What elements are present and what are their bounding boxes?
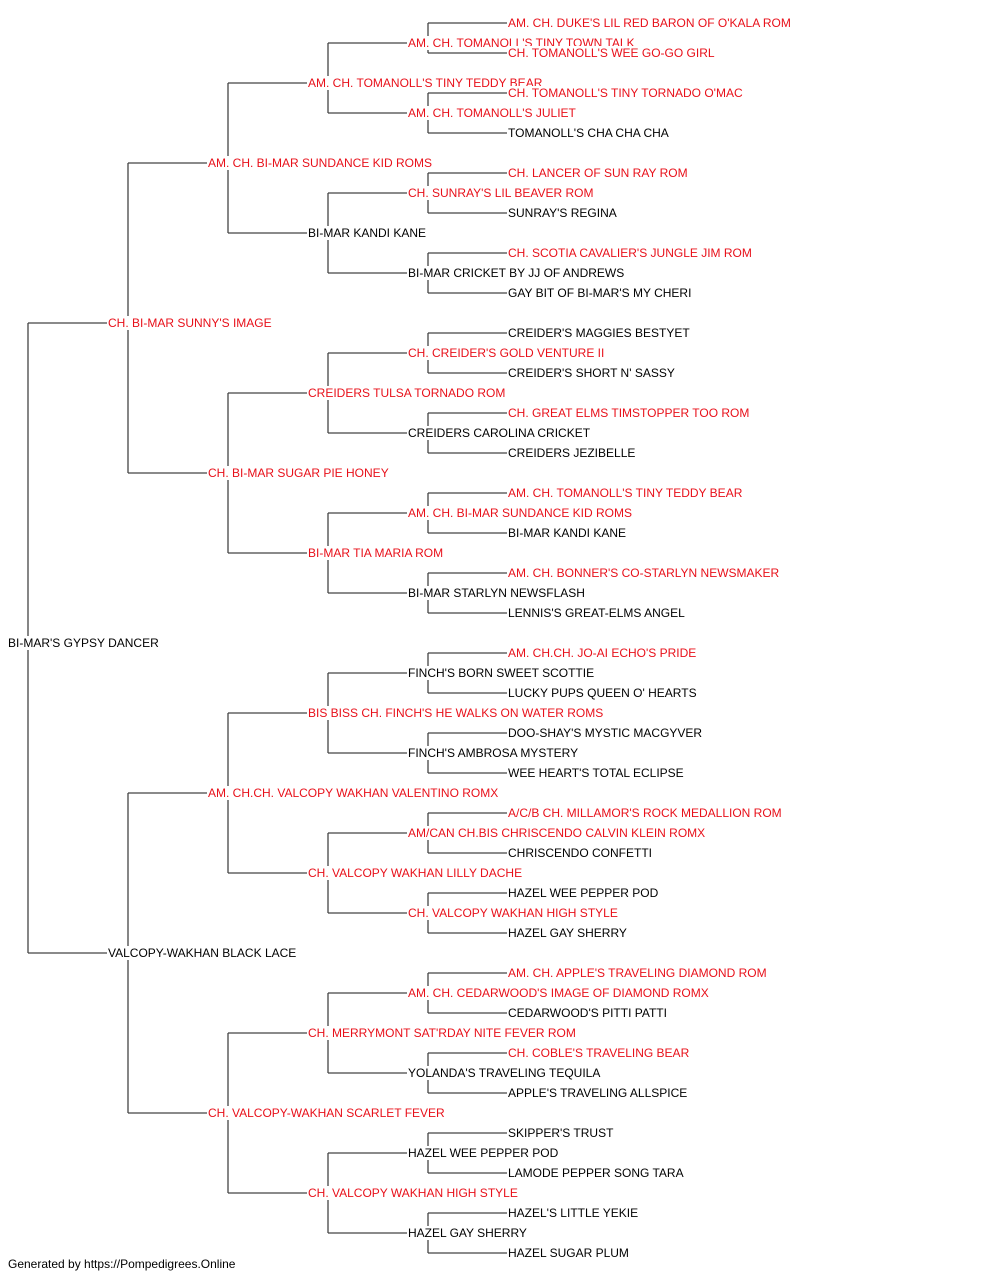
- ancestor-name[interactable]: BIS BISS CH. FINCH'S HE WALKS ON WATER R…: [307, 706, 605, 720]
- ancestor-name[interactable]: CH. MERRYMONT SAT'RDAY NITE FEVER ROM: [307, 1026, 577, 1040]
- ancestor-name[interactable]: HAZEL SUGAR PLUM: [507, 1246, 630, 1260]
- ancestor-name[interactable]: GAY BIT OF BI-MAR'S MY CHERI: [507, 286, 693, 300]
- ancestor-name[interactable]: YOLANDA'S TRAVELING TEQUILA: [407, 1066, 602, 1080]
- ancestor-name[interactable]: SUNRAY'S REGINA: [507, 206, 618, 220]
- ancestor-name[interactable]: CH. VALCOPY-WAKHAN SCARLET FEVER: [207, 1106, 446, 1120]
- ancestor-name[interactable]: AM. CH.CH. VALCOPY WAKHAN VALENTINO ROMX: [207, 786, 500, 800]
- ancestor-name[interactable]: CREIDER'S SHORT N' SASSY: [507, 366, 676, 380]
- ancestor-name[interactable]: CREIDERS TULSA TORNADO ROM: [307, 386, 507, 400]
- ancestor-name[interactable]: VALCOPY-WAKHAN BLACK LACE: [107, 946, 298, 960]
- ancestor-name[interactable]: CH. BI-MAR SUGAR PIE HONEY: [207, 466, 390, 480]
- ancestor-name[interactable]: APPLE'S TRAVELING ALLSPICE: [507, 1086, 689, 1100]
- subject-dog-name[interactable]: BI-MAR'S GYPSY DANCER: [7, 636, 160, 650]
- ancestor-name[interactable]: LENNIS'S GREAT-ELMS ANGEL: [507, 606, 686, 620]
- ancestor-name[interactable]: CEDARWOOD'S PITTI PATTI: [507, 1006, 668, 1020]
- ancestor-name[interactable]: BI-MAR KANDI KANE: [507, 526, 628, 540]
- ancestor-name[interactable]: CH. SUNRAY'S LIL BEAVER ROM: [407, 186, 595, 200]
- ancestor-name[interactable]: AM. CH. DUKE'S LIL RED BARON OF O'KALA R…: [507, 16, 792, 30]
- ancestor-name[interactable]: BI-MAR STARLYN NEWSFLASH: [407, 586, 586, 600]
- ancestor-name[interactable]: TOMANOLL'S CHA CHA CHA: [507, 126, 670, 140]
- ancestor-name[interactable]: CH. BI-MAR SUNNY'S IMAGE: [107, 316, 273, 330]
- ancestor-name[interactable]: CH. SCOTIA CAVALIER'S JUNGLE JIM ROM: [507, 246, 753, 260]
- ancestor-name[interactable]: HAZEL WEE PEPPER POD: [407, 1146, 560, 1160]
- ancestor-name[interactable]: FINCH'S BORN SWEET SCOTTIE: [407, 666, 596, 680]
- ancestor-name[interactable]: HAZEL GAY SHERRY: [407, 1226, 528, 1240]
- ancestor-name[interactable]: BI-MAR TIA MARIA ROM: [307, 546, 445, 560]
- ancestor-name[interactable]: AM. CH. TOMANOLL'S JULIET: [407, 106, 577, 120]
- ancestor-name[interactable]: AM. CH. BONNER'S CO-STARLYN NEWSMAKER: [507, 566, 781, 580]
- ancestor-name[interactable]: LAMODE PEPPER SONG TARA: [507, 1166, 685, 1180]
- ancestor-name[interactable]: AM. CH.CH. JO-AI ECHO'S PRIDE: [507, 646, 698, 660]
- ancestor-name[interactable]: AM. CH. BI-MAR SUNDANCE KID ROMS: [207, 156, 434, 170]
- ancestor-name[interactable]: HAZEL'S LITTLE YEKIE: [507, 1206, 640, 1220]
- ancestor-name[interactable]: FINCH'S AMBROSA MYSTERY: [407, 746, 580, 760]
- ancestor-name[interactable]: CH. COBLE'S TRAVELING BEAR: [507, 1046, 691, 1060]
- ancestor-name[interactable]: CREIDERS CAROLINA CRICKET: [407, 426, 592, 440]
- ancestor-name[interactable]: BI-MAR CRICKET BY JJ OF ANDREWS: [407, 266, 626, 280]
- ancestor-name[interactable]: CH. TOMANOLL'S TINY TORNADO O'MAC: [507, 86, 744, 100]
- ancestor-name[interactable]: AM. CH. CEDARWOOD'S IMAGE OF DIAMOND ROM…: [407, 986, 710, 1000]
- ancestor-name[interactable]: BI-MAR KANDI KANE: [307, 226, 428, 240]
- ancestor-name[interactable]: CH. CREIDER'S GOLD VENTURE II: [407, 346, 606, 360]
- ancestor-name[interactable]: SKIPPER'S TRUST: [507, 1126, 615, 1140]
- ancestor-name[interactable]: HAZEL GAY SHERRY: [507, 926, 628, 940]
- ancestor-name[interactable]: AM. CH. TOMANOLL'S TINY TEDDY BEAR: [507, 486, 744, 500]
- footer-credit[interactable]: Generated by https://Pompedigrees.Online: [8, 1257, 236, 1271]
- ancestor-name[interactable]: CH. TOMANOLL'S WEE GO-GO GIRL: [507, 46, 716, 60]
- ancestor-name[interactable]: WEE HEART'S TOTAL ECLIPSE: [507, 766, 685, 780]
- ancestor-name[interactable]: AM/CAN CH.BIS CHRISCENDO CALVIN KLEIN RO…: [407, 826, 707, 840]
- ancestor-name[interactable]: CREIDERS JEZIBELLE: [507, 446, 637, 460]
- ancestor-name[interactable]: CREIDER'S MAGGIES BESTYET: [507, 326, 691, 340]
- ancestor-name[interactable]: CHRISCENDO CONFETTI: [507, 846, 653, 860]
- ancestor-name[interactable]: CH. VALCOPY WAKHAN HIGH STYLE: [407, 906, 619, 920]
- ancestor-name[interactable]: CH. VALCOPY WAKHAN HIGH STYLE: [307, 1186, 519, 1200]
- ancestor-name[interactable]: AM. CH. BI-MAR SUNDANCE KID ROMS: [407, 506, 634, 520]
- ancestor-name[interactable]: CH. GREAT ELMS TIMSTOPPER TOO ROM: [507, 406, 751, 420]
- ancestor-name[interactable]: LUCKY PUPS QUEEN O' HEARTS: [507, 686, 698, 700]
- ancestor-name[interactable]: CH. LANCER OF SUN RAY ROM: [507, 166, 689, 180]
- ancestor-name[interactable]: CH. VALCOPY WAKHAN LILLY DACHE: [307, 866, 524, 880]
- ancestor-name[interactable]: AM. CH. APPLE'S TRAVELING DIAMOND ROM: [507, 966, 768, 980]
- ancestor-name[interactable]: HAZEL WEE PEPPER POD: [507, 886, 660, 900]
- ancestor-name[interactable]: A/C/B CH. MILLAMOR'S ROCK MEDALLION ROM: [507, 806, 783, 820]
- ancestor-name[interactable]: AM. CH. TOMANOLL'S TINY TEDDY BEAR: [307, 76, 544, 90]
- ancestor-name[interactable]: DOO-SHAY'S MYSTIC MACGYVER: [507, 726, 704, 740]
